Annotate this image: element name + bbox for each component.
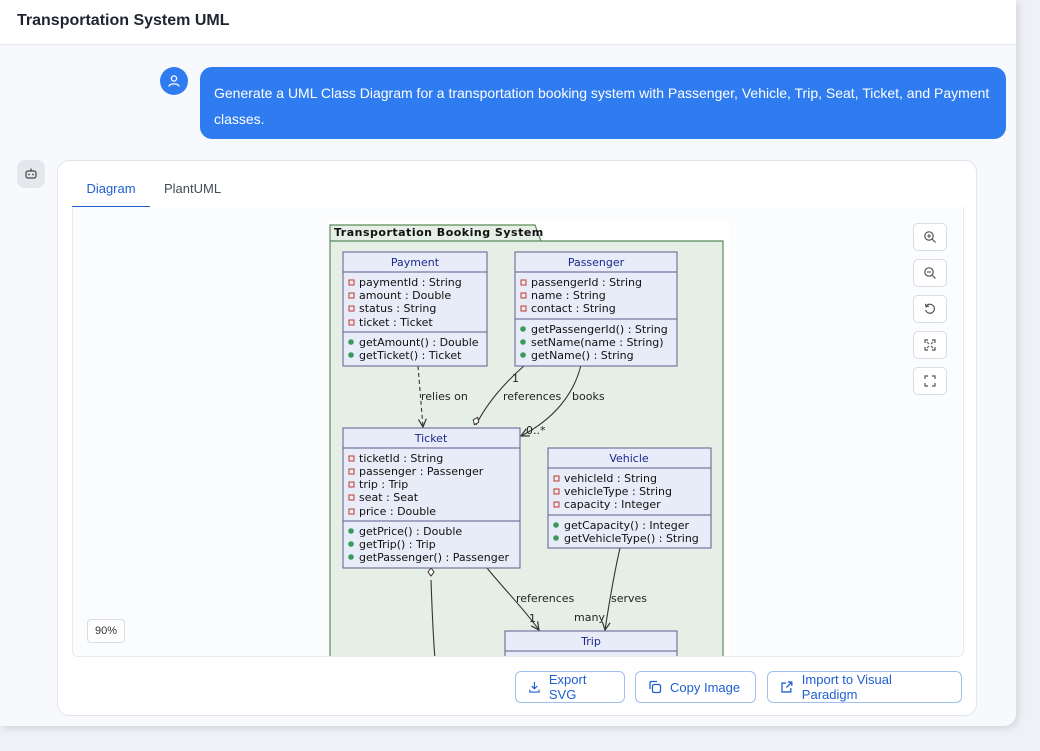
- attr: amount : Double: [359, 289, 451, 302]
- fullscreen-icon: [924, 375, 936, 387]
- attr: paymentId : String: [359, 276, 462, 289]
- class-trip[interactable]: Trip: [504, 630, 678, 657]
- top-bar: Transportation System UML: [0, 0, 1016, 45]
- method: getPrice() : Double: [359, 525, 462, 538]
- download-icon: [529, 681, 540, 693]
- class-vehicle[interactable]: Vehicle vehicleId : String vehicleType :…: [547, 447, 712, 549]
- view-tabs: Diagram PlantUML Source: [72, 175, 962, 224]
- class-passenger-name: Passenger: [568, 256, 625, 269]
- aggregation-diamond-ticket-passenger: [472, 416, 480, 426]
- external-link-icon: [781, 681, 793, 693]
- attr: ticket : Ticket: [359, 316, 433, 329]
- package-title: Transportation Booking System: [334, 226, 544, 239]
- class-trip-name: Trip: [580, 635, 601, 648]
- method: getCapacity() : Integer: [564, 519, 689, 532]
- label-many: many: [574, 611, 605, 624]
- label-references: references: [503, 390, 562, 403]
- method: getVehicleType() : String: [564, 532, 699, 545]
- class-vehicle-name: Vehicle: [609, 452, 649, 465]
- label-relies-on: relies on: [421, 390, 468, 403]
- label-references-trip: references: [516, 592, 575, 605]
- copy-icon: [649, 680, 662, 694]
- class-payment-name: Payment: [391, 256, 440, 269]
- bot-avatar: [17, 160, 45, 188]
- fit-screen-icon: [924, 339, 936, 351]
- relation-references-passenger: [475, 364, 526, 426]
- zoom-in-button[interactable]: [913, 223, 947, 251]
- label-serves: serves: [611, 592, 647, 605]
- relation-serves: [605, 547, 621, 630]
- label-mult-1: 1: [512, 372, 519, 385]
- attr: ticketId : String: [359, 452, 443, 465]
- app-title: Transportation System UML: [17, 12, 230, 29]
- method: setName(name : String): [531, 336, 664, 349]
- attr: seat : Seat: [359, 491, 419, 504]
- class-payment[interactable]: Payment paymentId : String amount : Doub…: [342, 251, 488, 367]
- attr: name : String: [531, 289, 606, 302]
- app-window: Transportation System UML Generate a UML…: [0, 0, 1016, 716]
- export-svg-label: Export SVG: [548, 672, 587, 702]
- class-passenger[interactable]: Passenger passengerId : String name : St…: [514, 251, 678, 367]
- zoom-out-icon: [924, 267, 936, 279]
- zoom-in-icon: [924, 231, 936, 243]
- import-vp-label: Import to Visual Paradigm: [801, 672, 892, 702]
- user-avatar: [160, 67, 188, 95]
- class-ticket[interactable]: Ticket ticketId : String passenger : Pas…: [342, 427, 521, 569]
- method: getPassenger() : Passenger: [359, 551, 510, 564]
- attr: passengerId : String: [531, 276, 642, 289]
- tab-plantuml-source[interactable]: PlantUML Source: [164, 181, 221, 224]
- attr: status : String: [359, 302, 436, 315]
- zoom-out-button[interactable]: [913, 259, 947, 287]
- relation-ticket-aggregation: [430, 579, 436, 656]
- attr: passenger : Passenger: [359, 465, 484, 478]
- copy-image-label: Copy Image: [670, 679, 741, 695]
- class-ticket-name: Ticket: [414, 432, 448, 445]
- import-visual-paradigm-button[interactable]: Import to Visual Paradigm: [767, 671, 962, 703]
- relation-references-trip: [486, 567, 539, 630]
- fullscreen-button[interactable]: [913, 367, 947, 395]
- method: getPassengerId() : String: [531, 323, 668, 336]
- aggregation-diamond-ticket-bottom: [427, 567, 435, 577]
- rotate-ccw-icon: [924, 303, 935, 314]
- export-svg-button[interactable]: Export SVG: [515, 671, 625, 703]
- copy-image-button[interactable]: Copy Image: [635, 671, 756, 703]
- user-icon: [168, 75, 180, 87]
- method: getName() : String: [531, 349, 634, 362]
- relation-books: [521, 364, 582, 436]
- attr: vehicleType : String: [564, 485, 672, 498]
- user-message: Generate a UML Class Diagram for a trans…: [200, 67, 1006, 139]
- attr: trip : Trip: [359, 478, 408, 491]
- uml-diagram: Transportation Booking System relies on …: [329, 219, 729, 657]
- label-mult-0n: 0..*: [526, 424, 546, 437]
- attr: contact : String: [531, 302, 616, 315]
- attr: capacity : Integer: [564, 498, 661, 511]
- robot-icon: [25, 168, 37, 179]
- method: getAmount() : Double: [359, 336, 479, 349]
- relation-relies-on: [417, 365, 423, 427]
- diagram-canvas[interactable]: Transportation Booking System relies on …: [72, 207, 964, 657]
- label-mult-1b: 1: [529, 612, 536, 625]
- relations: [417, 364, 621, 656]
- reset-view-button[interactable]: [913, 295, 947, 323]
- label-books: books: [572, 390, 605, 403]
- assistant-response-card: Diagram PlantUML Source Transportation B…: [57, 160, 977, 716]
- attr: price : Double: [359, 505, 436, 518]
- fit-to-screen-button[interactable]: [913, 331, 947, 359]
- zoom-level-badge: 90%: [87, 619, 125, 643]
- method: getTrip() : Trip: [359, 538, 436, 551]
- tab-diagram[interactable]: Diagram: [72, 175, 150, 208]
- attr: vehicleId : String: [564, 472, 657, 485]
- method: getTicket() : Ticket: [359, 349, 462, 362]
